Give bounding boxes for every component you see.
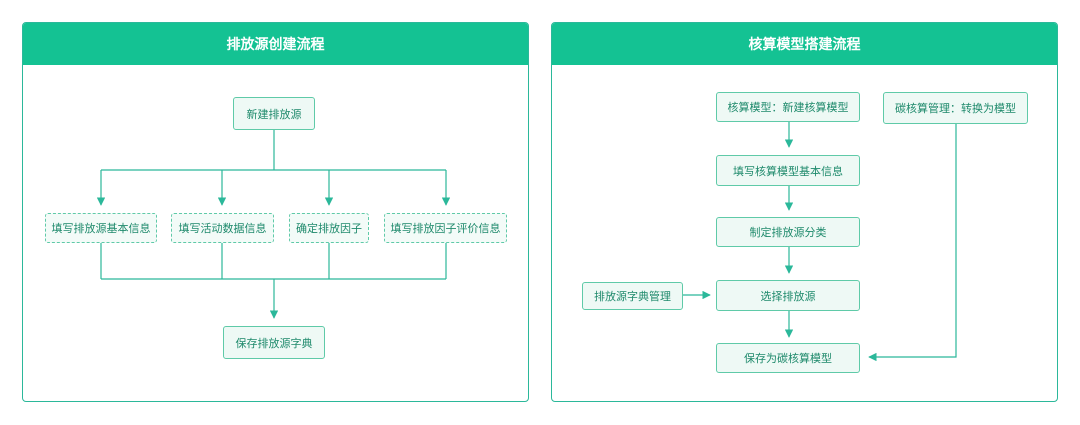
- node-factor-evaluation[interactable]: 填写排放因子评价信息: [384, 213, 507, 243]
- node-classify-sources[interactable]: 制定排放源分类: [716, 217, 860, 247]
- left-panel-title: 排放源创建流程: [23, 23, 528, 65]
- node-emission-factor[interactable]: 确定排放因子: [289, 213, 369, 243]
- right-panel-title: 核算模型搭建流程: [552, 23, 1057, 65]
- node-activity-data[interactable]: 填写活动数据信息: [171, 213, 274, 243]
- node-convert-model[interactable]: 碳核算管理：转换为模型: [883, 92, 1028, 124]
- node-select-source[interactable]: 选择排放源: [716, 280, 860, 311]
- right-panel: 核算模型搭建流程: [551, 22, 1058, 402]
- node-save-dictionary[interactable]: 保存排放源字典: [223, 326, 325, 359]
- node-save-carbon-model[interactable]: 保存为碳核算模型: [716, 343, 860, 373]
- node-new-model[interactable]: 核算模型：新建核算模型: [716, 92, 860, 122]
- node-basic-info[interactable]: 填写排放源基本信息: [45, 213, 157, 243]
- node-dictionary-management[interactable]: 排放源字典管理: [582, 282, 683, 310]
- node-create-source[interactable]: 新建排放源: [233, 97, 315, 130]
- node-model-info[interactable]: 填写核算模型基本信息: [716, 155, 860, 186]
